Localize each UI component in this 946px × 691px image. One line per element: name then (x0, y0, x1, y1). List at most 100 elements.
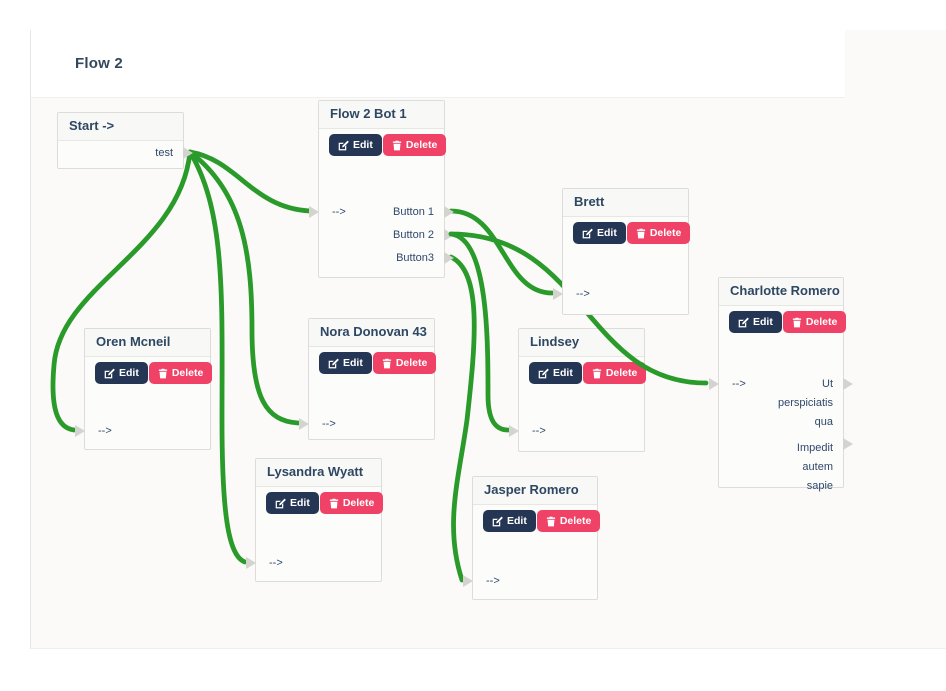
delete-button-label: Delete (342, 497, 375, 509)
connection-start-to-oren[interactable] (50, 149, 193, 433)
edit-button-label: Edit (290, 497, 310, 509)
edit-icon (492, 516, 503, 527)
node-title: Start -> (58, 113, 183, 141)
output-port-icon[interactable] (444, 252, 454, 264)
input-port-icon[interactable] (299, 418, 309, 430)
delete-button-label: Delete (559, 515, 592, 527)
input-label: --> (576, 288, 590, 300)
input-label: --> (322, 418, 336, 430)
trash-icon (592, 368, 602, 379)
edit-icon (738, 317, 749, 328)
edit-button[interactable]: Edit (729, 311, 782, 333)
input-port-icon[interactable] (509, 425, 519, 437)
output-port-icon[interactable] (444, 206, 454, 218)
input-label: --> (98, 425, 112, 437)
node-actions: Edit Delete (319, 352, 437, 374)
edit-icon (338, 140, 349, 151)
edit-button[interactable]: Edit (573, 222, 626, 244)
flow-title-bar: Flow 2 (31, 30, 845, 98)
trash-icon (329, 498, 339, 509)
edit-icon (328, 358, 339, 369)
node-actions: Edit Delete (529, 362, 647, 384)
delete-button-label: Delete (395, 357, 428, 369)
input-label: --> (486, 575, 500, 587)
input-port-icon[interactable] (553, 288, 563, 300)
delete-button-label: Delete (171, 367, 204, 379)
node-title: Jasper Romero (473, 477, 597, 505)
edit-icon (275, 498, 286, 509)
connection-start-to-lysandra[interactable] (187, 149, 248, 565)
connection-flowbot-to-lindsey[interactable] (448, 231, 511, 433)
node-actions: Edit Delete (329, 134, 447, 156)
edit-button-label: Edit (507, 515, 527, 527)
trash-icon (792, 317, 802, 328)
edit-button[interactable]: Edit (483, 510, 536, 532)
node-start[interactable]: Start -> test (57, 112, 193, 169)
edit-button-label: Edit (353, 139, 373, 151)
node-actions: Edit Delete (483, 510, 601, 532)
node-title: Brett (563, 189, 688, 217)
edit-button[interactable]: Edit (95, 362, 148, 384)
input-port-icon[interactable] (709, 378, 719, 390)
node-title: Flow 2 Bot 1 (319, 101, 444, 129)
node-title: Lysandra Wyatt (256, 459, 381, 487)
input-label: --> (332, 206, 346, 218)
input-port-icon[interactable] (309, 206, 319, 218)
output-label: Button 2 (393, 229, 434, 241)
delete-button[interactable]: Delete (319, 492, 384, 514)
trash-icon (392, 140, 402, 151)
output-port-icon[interactable] (843, 438, 853, 450)
input-port-icon[interactable] (75, 425, 85, 437)
edit-button[interactable]: Edit (266, 492, 319, 514)
edit-button[interactable]: Edit (319, 352, 372, 374)
edit-icon (538, 368, 549, 379)
edit-button-label: Edit (597, 227, 617, 239)
delete-button[interactable]: Delete (626, 222, 691, 244)
node-title: Nora Donovan 43 (309, 319, 434, 347)
delete-button[interactable]: Delete (536, 510, 601, 532)
node-actions: Edit Delete (95, 362, 213, 384)
edit-button[interactable]: Edit (329, 134, 382, 156)
input-port-icon[interactable] (463, 575, 473, 587)
trash-icon (636, 228, 646, 239)
delete-button-label: Delete (405, 139, 438, 151)
input-label: --> (532, 425, 546, 437)
delete-button[interactable]: Delete (148, 362, 213, 384)
connection-flowbot-to-brett[interactable] (448, 208, 555, 296)
delete-button[interactable]: Delete (382, 134, 447, 156)
edit-button-label: Edit (753, 316, 773, 328)
input-label: --> (732, 378, 746, 390)
edit-button-label: Edit (119, 367, 139, 379)
edit-button-label: Edit (553, 367, 573, 379)
input-port-icon[interactable] (246, 557, 256, 569)
output-label: test (155, 147, 173, 159)
node-flowbot[interactable]: Flow 2 Bot 1 Edit Delete --> Button 1 Button … (309, 100, 454, 278)
edit-button[interactable]: Edit (529, 362, 582, 384)
delete-button-label: Delete (605, 367, 638, 379)
connection-start-to-nora[interactable] (187, 149, 301, 426)
delete-button[interactable]: Delete (582, 362, 647, 384)
delete-button[interactable]: Delete (372, 352, 437, 374)
output-label: Button3 (396, 252, 434, 264)
input-label: --> (269, 557, 283, 569)
node-nora[interactable]: Nora Donovan 43 Edit Delete --> (299, 318, 437, 440)
connection-start-to-flowbot[interactable] (187, 149, 313, 214)
connection-flowbot-to-jasper[interactable] (448, 254, 477, 583)
edit-icon (104, 368, 115, 379)
node-title: Oren Mcneil (85, 329, 210, 357)
output-port-icon[interactable] (843, 378, 853, 390)
delete-button[interactable]: Delete (782, 311, 847, 333)
output-port-icon[interactable] (183, 147, 193, 159)
output-label: Button 1 (393, 206, 434, 218)
node-actions: Edit Delete (266, 492, 384, 514)
trash-icon (158, 368, 168, 379)
